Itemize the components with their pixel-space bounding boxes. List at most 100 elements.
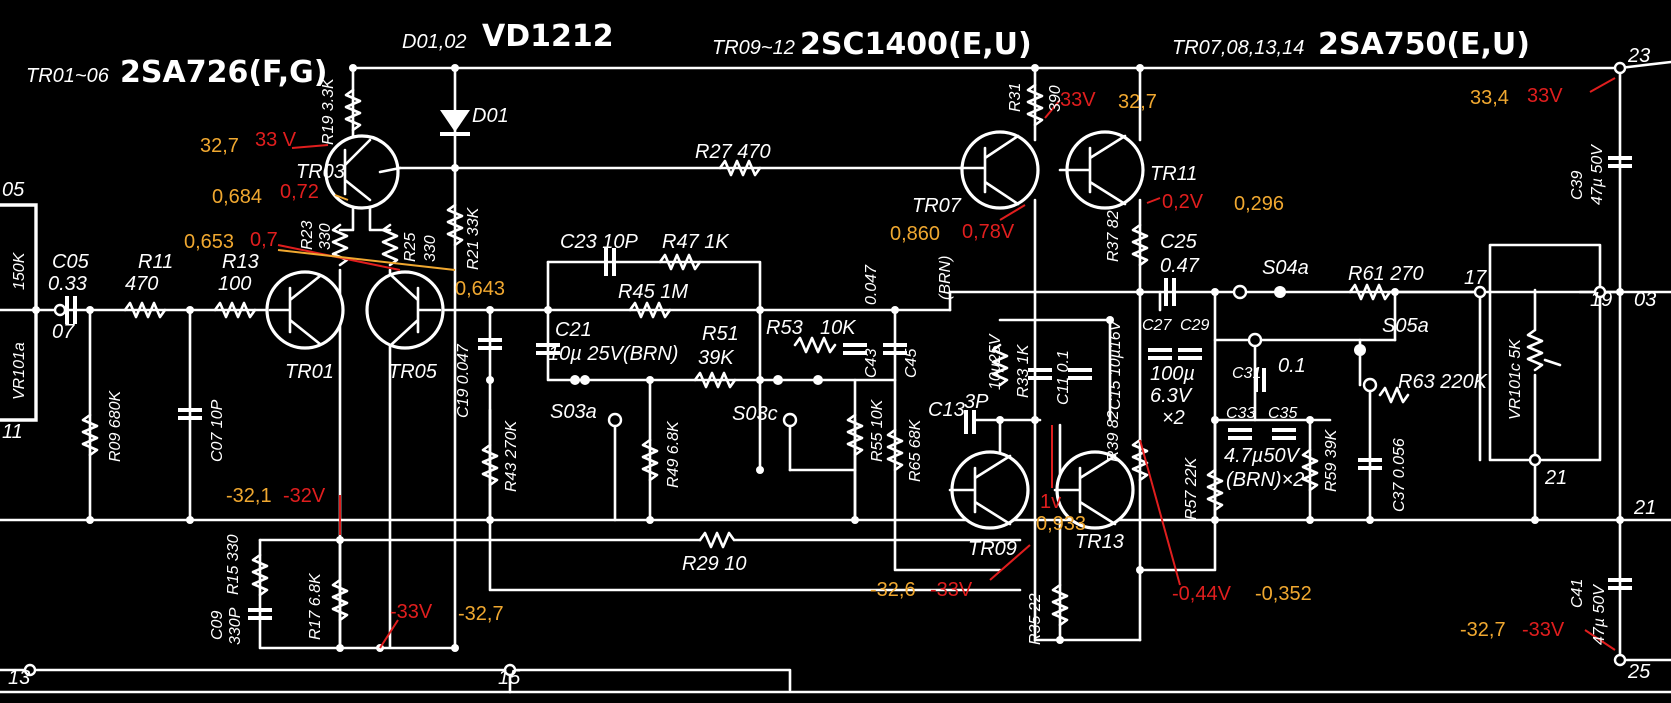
label-c43: C43 [863,349,880,378]
label-c27-value2: 6.3V [1150,385,1193,407]
label-r57: R57 22K [1183,456,1200,520]
label-c27: C27 [1142,317,1172,334]
switch-s03a [570,375,623,428]
resistor-r63 [1378,386,1410,404]
capacitor-c41 [1608,578,1632,590]
label-c41-value: 47µ 50V [1591,584,1608,645]
label-r43: R43 270K [503,420,520,492]
v-tr09-emitter-meas: -32,6 [870,579,916,601]
label-c13-value: 3P [964,391,989,413]
label-c27-value3: ×2 [1162,407,1185,429]
label-c31: C31 [1232,365,1261,382]
transistor-tr07 [958,130,1040,210]
transistor-tr11 [1058,130,1145,210]
tr09-12-ref: TR09~12 [712,37,795,59]
resistor-r57 [1206,468,1224,512]
terminal-07 [53,303,67,317]
v-tr09-base-nom: 1v [1040,491,1061,513]
label-r55: R55 10K [869,398,886,462]
label-n11: 11 [2,421,23,443]
transistor-tr05 [365,270,445,350]
label-c29: C29 [1180,317,1209,334]
label-c37: C37 0.056 [1391,438,1408,512]
v-tr09-emitter-nom: -33V [930,579,973,601]
tr09-12-type: 2SC1400(E,U) [800,27,1032,62]
v-tr03-base-meas: 0,684 [212,186,262,208]
label-r39: R39 82 [1105,410,1122,462]
v-tr03-base-nom: 0,72 [280,181,319,203]
label-r31: R31 [1007,83,1024,112]
resistor-r39 [1131,438,1149,482]
label-c13: C13 [928,399,965,421]
label-n07: 07 [52,321,75,343]
capacitor-c27 [1148,348,1172,360]
label-r51: R51 [702,323,739,345]
label-r27: R27 470 [695,141,771,163]
v-rail-pos-nom: 33V [1527,85,1563,107]
label-c31-value: 0.1 [1278,355,1306,377]
d0102-type: VD1212 [482,19,614,54]
v-tr11-out-nom: 0,2V [1162,191,1204,213]
resistor-r45 [628,301,672,319]
v-neg-nom: -32V [283,485,326,507]
voltage-annotations: 32,7 33 V 0,684 0,72 0,653 0,7 0,643 33V… [184,85,1565,641]
label-tr05: TR05 [388,361,438,383]
resistor-r27 [718,159,762,177]
label-n21: 21 [1544,467,1567,489]
capacitor-c09 [248,608,272,620]
capacitor-c19 [478,338,502,350]
label-c21-value: 10µ 25V(BRN) [548,343,678,365]
label-c27-value: 100µ [1150,363,1195,385]
label-c33-value2: (BRN)×2 [1226,469,1304,491]
label-c39-value: 47µ 50V [1589,144,1606,205]
label-c33: C33 [1226,405,1255,422]
label-s04a: S04a [1262,257,1309,279]
label-tr11: TR11 [1150,163,1197,185]
capacitor-c13 [964,410,976,434]
label-c25: C25 [1160,231,1198,253]
resistor-r15 [251,553,269,597]
tr01-06-ref: TR01~06 [26,65,110,87]
label-r09: R09 680K [107,390,124,462]
v-tr13-out-nom: -0,44V [1172,583,1232,605]
resistor-r55 [846,413,864,457]
label-tr03: TR03 [296,161,345,183]
switch-s05a [1247,332,1378,393]
v-tr01-base-nom: 0,7 [250,229,278,251]
label-c35: C35 [1268,405,1297,422]
capacitor-c07 [178,408,202,420]
v-tr05-emitter-nom: -33V [390,601,433,623]
label-c23: C23 10P [560,231,638,253]
v-neg-meas: -32,1 [226,485,272,507]
v-tr13-out-meas: -0,352 [1255,583,1312,605]
label-c05-value: 0.33 [48,273,87,295]
label-s03c: S03c [732,403,778,425]
label-r63: R63 220K [1398,371,1489,393]
v-tr05-emitter-meas: -32,7 [458,603,504,625]
terminal-23 [1613,61,1627,75]
capacitor-c37 [1358,458,1382,470]
tr01-06-type: 2SA726(F,G) [120,55,327,90]
capacitor-c33 [1228,428,1252,440]
label-r29: R29 10 [682,553,747,575]
label-s03a: S03a [550,401,597,423]
label-n03: 03 [1634,289,1656,311]
label-tr07: TR07 [912,195,962,217]
label-c15: C15 10µ16V [1107,319,1124,410]
resistor-r09 [81,413,99,457]
label-tr09: TR09 [968,538,1017,560]
label-r51-value: 39K [698,347,735,369]
tr07-14-ref: TR07,08,13,14 [1172,37,1304,59]
label-r19: R19 3.3K [320,77,337,145]
label-r21: R21 33K [465,206,482,270]
capacitor-c45 [883,343,907,355]
label-r47: R47 1K [662,231,730,253]
label-r23: R23 [299,221,316,250]
label-c21: C21 [555,319,592,341]
label-s05a: S05a [1382,315,1429,337]
diode-d01 [440,110,470,132]
terminal-21 [1528,453,1542,467]
label-r53-value: 10K [820,317,857,339]
label-c45-value: (BRN) [937,256,954,300]
